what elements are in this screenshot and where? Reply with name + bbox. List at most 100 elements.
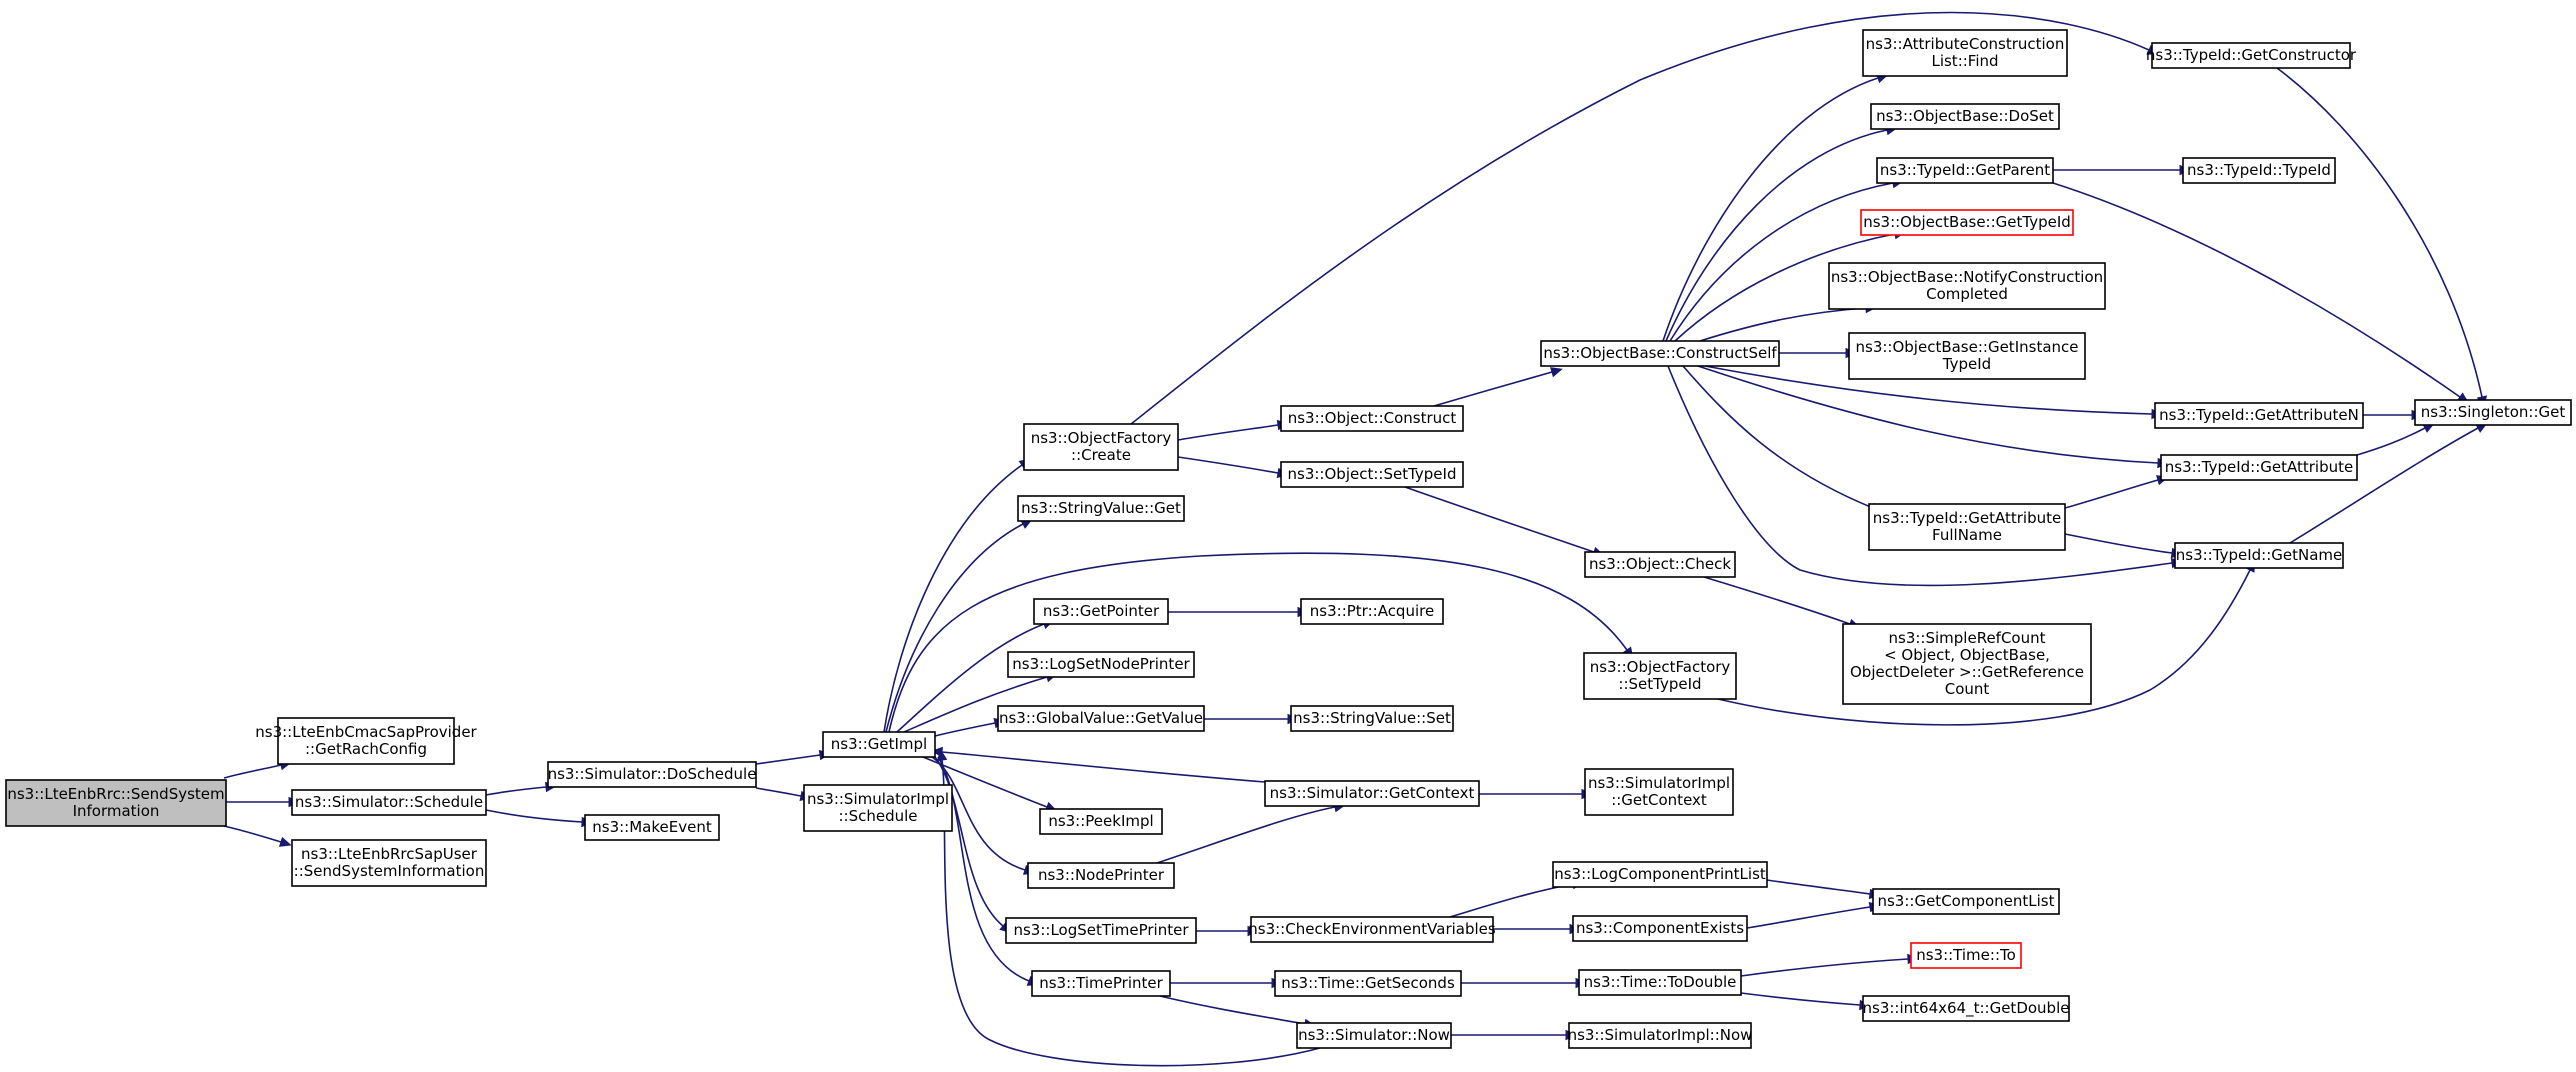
node-box bbox=[1910, 942, 2022, 969]
node-i64GetDouble[interactable]: ns3::int64x64_t::GetDouble bbox=[1862, 995, 2070, 1022]
node-box bbox=[1872, 888, 2060, 915]
node-simImplNow[interactable]: ns3::SimulatorImpl::Now bbox=[1568, 1022, 1753, 1049]
edge-line bbox=[1177, 456, 1279, 474]
node-box bbox=[1552, 861, 1768, 888]
node-label: ns3::Simulator::Schedule bbox=[295, 793, 483, 811]
node-label: ns3::Simulator::Now bbox=[1298, 1026, 1450, 1044]
node-box bbox=[1572, 915, 1748, 942]
node-timeToDouble[interactable]: ns3::Time::ToDouble bbox=[1578, 969, 1742, 996]
node-label: ::SetTypeId bbox=[1618, 675, 1701, 693]
node-simImplSchedule[interactable]: ns3::SimulatorImpl::Schedule bbox=[803, 784, 953, 832]
edge-gvGetValue-to-svSet bbox=[1203, 713, 1300, 725]
node-obNotify[interactable]: ns3::ObjectBase::NotifyConstructionCompl… bbox=[1828, 262, 2106, 310]
node-label: ns3::StringValue::Get bbox=[1021, 499, 1181, 517]
node-box bbox=[1023, 423, 1179, 471]
edge-line bbox=[885, 523, 1024, 733]
edge-tidGetAttr-to-singletonGet bbox=[2356, 422, 2435, 456]
node-objCheck[interactable]: ns3::Object::Check bbox=[1584, 551, 1736, 578]
node-label: ns3::GetComponentList bbox=[1877, 892, 2054, 910]
node-logSetTime[interactable]: ns3::LogSetTimePrinter bbox=[1005, 917, 1197, 944]
node-srcGetRef[interactable]: ns3::SimpleRefCount< Object, ObjectBase,… bbox=[1842, 623, 2092, 705]
node-tidGetParent[interactable]: ns3::TypeId::GetParent bbox=[1876, 157, 2054, 184]
node-timeTo[interactable]: ns3::Time::To bbox=[1910, 942, 2022, 969]
node-svGet[interactable]: ns3::StringValue::Get bbox=[1017, 495, 1185, 522]
node-sendSys[interactable]: ns3::LteEnbRrcSapUser::SendSystemInforma… bbox=[291, 839, 487, 887]
node-doSchedule[interactable]: ns3::Simulator::DoSchedule bbox=[547, 761, 757, 788]
edge-line bbox=[2289, 427, 2479, 544]
node-box bbox=[1578, 969, 1742, 996]
node-logSetNode[interactable]: ns3::LogSetNodePrinter bbox=[1007, 651, 1195, 678]
node-objSetTypeId[interactable]: ns3::Object::SetTypeId bbox=[1280, 461, 1464, 488]
edge-objSetTypeId-to-objCheck bbox=[1404, 486, 1605, 557]
node-ofSetTypeId[interactable]: ns3::ObjectFactory::SetTypeId bbox=[1583, 652, 1737, 700]
node-objConstruct[interactable]: ns3::Object::Construct bbox=[1280, 405, 1464, 432]
node-getRach[interactable]: ns3::LteEnbCmacSapProvider::GetRachConfi… bbox=[255, 717, 478, 765]
node-tidTypeId[interactable]: ns3::TypeId::TypeId bbox=[2182, 157, 2336, 184]
node-ofCreate[interactable]: ns3::ObjectFactory::Create bbox=[1023, 423, 1179, 471]
node-tidGetAttr[interactable]: ns3::TypeId::GetAttribute bbox=[2160, 454, 2358, 481]
node-checkEnv[interactable]: ns3::CheckEnvironmentVariables bbox=[1248, 916, 1496, 943]
node-label: ns3::Time::GetSeconds bbox=[1281, 974, 1455, 992]
node-tidGetName[interactable]: ns3::TypeId::GetName bbox=[2174, 542, 2344, 569]
node-singletonGet[interactable]: ns3::Singleton::Get bbox=[2414, 399, 2572, 426]
node-label: ns3::Simulator::DoSchedule bbox=[548, 765, 757, 783]
node-schedule[interactable]: ns3::Simulator::Schedule bbox=[291, 789, 487, 816]
node-box bbox=[2154, 402, 2364, 429]
node-label: ns3::PeekImpl bbox=[1048, 812, 1153, 830]
node-root[interactable]: ns3::LteEnbRrc::SendSystemInformation bbox=[5, 779, 227, 827]
node-tidGetCtor[interactable]: ns3::TypeId::GetConstructor bbox=[2146, 42, 2357, 69]
edge-root-to-schedule bbox=[224, 796, 301, 808]
node-simGetContext[interactable]: ns3::Simulator::GetContext bbox=[1264, 780, 1480, 807]
edge-simGetContext-to-simImplGetContext bbox=[1479, 788, 1594, 800]
edge-line bbox=[1665, 129, 1888, 342]
node-peekImpl[interactable]: ns3::PeekImpl bbox=[1039, 808, 1163, 835]
edge-line bbox=[755, 787, 802, 797]
node-timeGetSeconds[interactable]: ns3::Time::GetSeconds bbox=[1274, 970, 1462, 997]
edge-line bbox=[937, 756, 1030, 982]
edge-simGetContext-to-getImpl bbox=[930, 746, 1266, 783]
node-tidGetAttrN[interactable]: ns3::TypeId::GetAttributeN bbox=[2154, 402, 2364, 429]
edge-timeToDouble-to-i64GetDouble bbox=[1740, 992, 1872, 1011]
node-box bbox=[277, 717, 455, 765]
node-logCompPrint[interactable]: ns3::LogComponentPrintList bbox=[1552, 861, 1768, 888]
node-label: ns3::CheckEnvironmentVariables bbox=[1248, 920, 1496, 938]
node-box bbox=[1007, 651, 1195, 678]
node-box bbox=[1848, 332, 2086, 380]
edge-doSchedule-to-simImplSchedule bbox=[755, 787, 813, 802]
node-label: ns3::TypeId::GetConstructor bbox=[2146, 46, 2357, 64]
node-getCompList[interactable]: ns3::GetComponentList bbox=[1872, 888, 2060, 915]
node-nodePrinter[interactable]: ns3::NodePrinter bbox=[1027, 862, 1175, 889]
edge-line bbox=[1449, 883, 1574, 918]
node-box bbox=[1870, 103, 2060, 130]
edge-line bbox=[883, 464, 1023, 733]
edge-line bbox=[1667, 365, 2173, 587]
node-simNow[interactable]: ns3::Simulator::Now bbox=[1296, 1022, 1452, 1049]
node-obGetTypeId[interactable]: ns3::ObjectBase::GetTypeId bbox=[1860, 209, 2074, 236]
node-label: ns3::GetImpl bbox=[831, 735, 927, 753]
node-label: ns3::AttributeConstruction bbox=[1866, 35, 2065, 53]
edge-tidGetCtor-to-singletonGet bbox=[2276, 67, 2488, 408]
node-label: ns3::SimulatorImpl bbox=[1588, 774, 1730, 792]
node-makeEvent[interactable]: ns3::MakeEvent bbox=[584, 814, 720, 841]
node-box bbox=[1876, 157, 2054, 184]
node-getPointer[interactable]: ns3::GetPointer bbox=[1033, 598, 1169, 625]
node-timePrinter[interactable]: ns3::TimePrinter bbox=[1031, 970, 1171, 997]
node-simImplGetContext[interactable]: ns3::SimulatorImpl::GetContext bbox=[1584, 768, 1734, 816]
node-label: ns3::NodePrinter bbox=[1038, 866, 1165, 884]
node-label: ns3::ObjectBase::GetInstance bbox=[1856, 338, 2079, 356]
node-getImpl[interactable]: ns3::GetImpl bbox=[822, 731, 936, 758]
node-label: ns3::TypeId::GetAttribute bbox=[1873, 509, 2061, 527]
node-obConstructSelf[interactable]: ns3::ObjectBase::ConstructSelf bbox=[1540, 340, 1780, 367]
node-label: ns3::SimpleRefCount bbox=[1889, 629, 2046, 647]
node-gvGetValue[interactable]: ns3::GlobalValue::GetValue bbox=[997, 705, 1205, 732]
node-compExists[interactable]: ns3::ComponentExists bbox=[1572, 915, 1748, 942]
node-label: ns3::LteEnbRrcSapUser bbox=[301, 845, 478, 863]
node-ptrAcquire[interactable]: ns3::Ptr::Acquire bbox=[1300, 598, 1444, 625]
node-box bbox=[1280, 405, 1464, 432]
node-svSet[interactable]: ns3::StringValue::Set bbox=[1290, 705, 1454, 732]
edge-line bbox=[941, 759, 1321, 1067]
node-obDoSet[interactable]: ns3::ObjectBase::DoSet bbox=[1870, 103, 2060, 130]
